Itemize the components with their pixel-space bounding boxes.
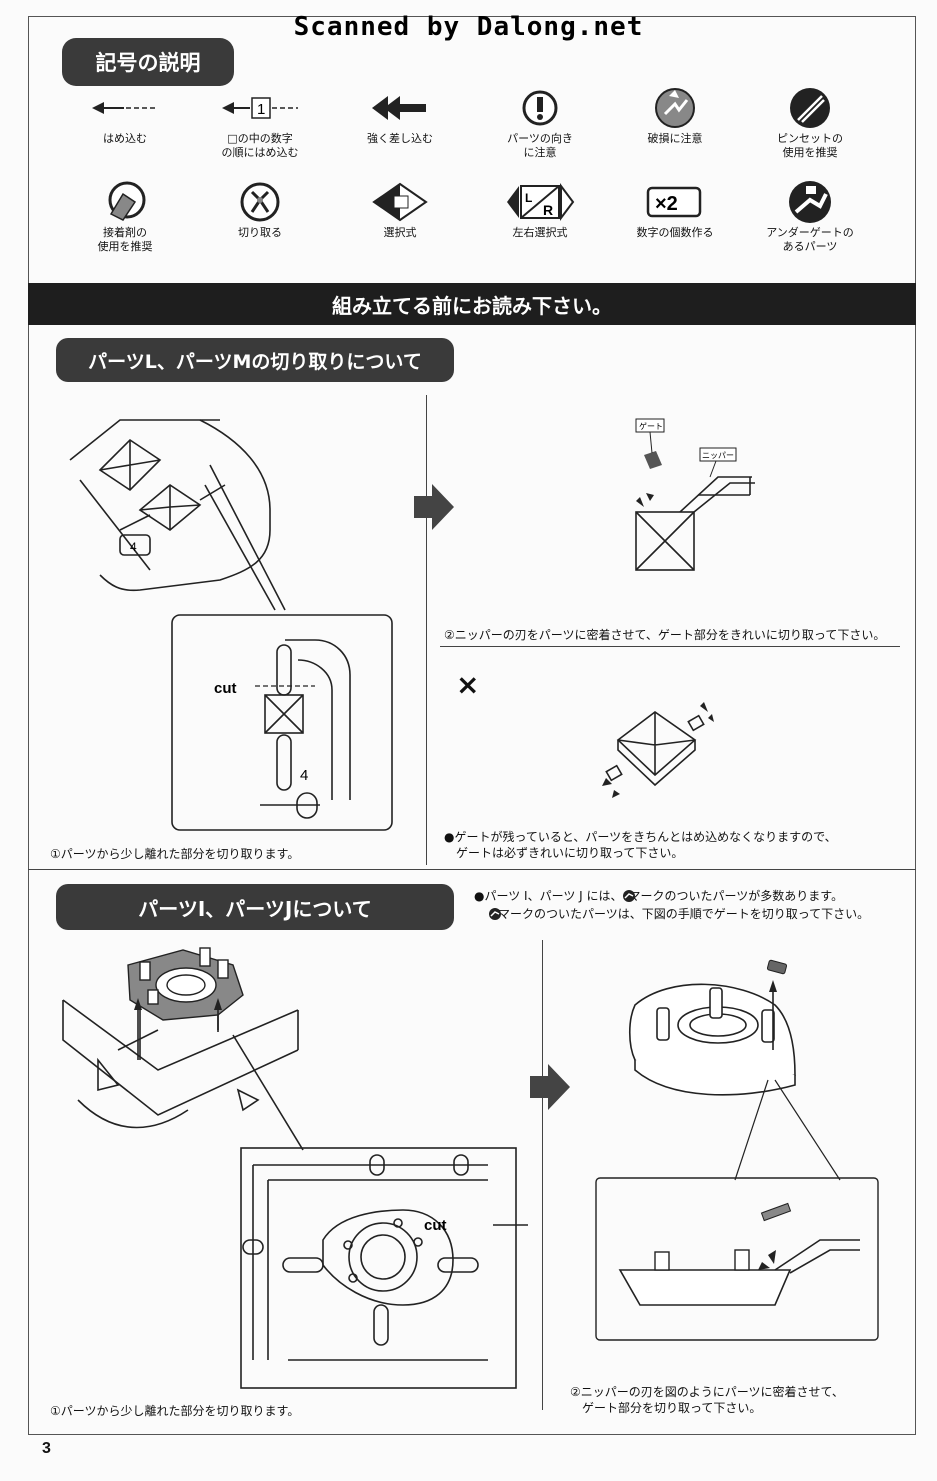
svg-text:×2: ×2 xyxy=(655,193,678,215)
legend-symbol-label: 強く差し込む xyxy=(367,132,433,145)
selection-icon xyxy=(340,182,460,226)
section1-divider xyxy=(426,395,427,865)
runner-illustration-2: cut xyxy=(62,947,528,1389)
legend-symbol-label: パーツの向き に注意 xyxy=(507,132,573,159)
section2-note-line1: ●パーツ I、パーツ J には、 マークのついたパーツが多数あります。 xyxy=(474,889,844,903)
section-separator xyxy=(28,869,916,870)
press-in-arrow-icon xyxy=(65,88,185,132)
legend-symbol-breakage-warning: 破損に注意 xyxy=(615,88,735,146)
cut-label-1: cut xyxy=(214,680,237,697)
nipper-label: ニッパー xyxy=(702,451,734,460)
section2-title: パーツI、パーツJについて xyxy=(56,884,454,930)
section1-warning-text: ●ゲートが残っていると、パーツをきちんとはめ込めなくなりますので、 ゲートは必ず… xyxy=(444,830,837,860)
section2-note-line2: マークのついたパーツは、下図の手順でゲートを切り取って下さい。 xyxy=(474,907,870,921)
legend-symbol-times-two: ×2 数字の個数作る xyxy=(615,182,735,240)
legend-symbol-tweezers: ピンセットの 使用を推奨 xyxy=(750,88,870,160)
legend-symbol-label: 破損に注意 xyxy=(647,132,703,145)
wrong-mark-icon: × xyxy=(456,668,480,701)
step2-underline xyxy=(440,646,900,647)
legend-symbol-label: 数字の個数作る xyxy=(636,226,714,239)
page-number: 3 xyxy=(42,1440,51,1457)
under-gate-mark-icon-2 xyxy=(489,908,501,920)
legend-symbol-nipper-cut: 切り取る xyxy=(200,182,320,240)
runner-illustration-1: cut 4 4 xyxy=(69,419,393,831)
legend-symbol-strong-insert-arrow: 強く差し込む xyxy=(340,88,460,146)
orientation-warning-icon xyxy=(480,88,600,132)
legend-symbol-under-gate: アンダーゲートの あるパーツ xyxy=(750,181,870,254)
svg-text:1: 1 xyxy=(257,101,265,118)
step-arrow-icon xyxy=(414,484,454,530)
scan-credit: Scanned by Dalong.net xyxy=(293,12,644,42)
section1-step1-text: ①パーツから少し離れた部分を切り取ります。 xyxy=(50,847,300,861)
legend-title: 記号の説明 xyxy=(62,38,234,86)
glue-icon xyxy=(65,181,185,226)
page-frame xyxy=(28,16,916,1435)
under-gate-icon xyxy=(750,181,870,226)
legend-symbol-orientation-warning: パーツの向き に注意 xyxy=(480,88,600,160)
gate-cut-illustration: ゲート ニッパー xyxy=(635,418,755,571)
part-number-4: 4 xyxy=(300,767,308,784)
svg-text:R: R xyxy=(543,202,553,218)
section1-step2-text: ②ニッパーの刃をパーツに密着させて、ゲート部分をきれいに切り取って下さい。 xyxy=(444,628,886,642)
part-number-4-runner: 4 xyxy=(130,540,137,554)
step-arrow-icon-2 xyxy=(530,1064,570,1110)
legend-symbol-label: □の中の数字 の順にはめ込む xyxy=(221,132,299,159)
bad-gate-illustration xyxy=(602,702,714,798)
svg-text:L: L xyxy=(525,191,532,205)
gate-label: ゲート xyxy=(639,421,663,431)
legend-symbol-label: 左右選択式 xyxy=(512,226,568,239)
under-gate-cut-illustration xyxy=(595,959,879,1341)
legend-symbol-label: 接着剤の 使用を推奨 xyxy=(97,226,153,253)
strong-insert-arrow-icon xyxy=(340,88,460,132)
under-gate-mark-icon xyxy=(623,890,635,902)
tweezers-icon xyxy=(750,88,870,132)
nipper-cut-icon xyxy=(200,182,320,226)
legend-symbol-numbered-press-in: 1 □の中の数字 の順にはめ込む xyxy=(200,88,320,160)
legend-symbol-label: 切り取る xyxy=(238,226,282,239)
numbered-press-in-icon: 1 xyxy=(200,88,320,132)
legend-symbol-label: アンダーゲートの あるパーツ xyxy=(766,226,854,253)
legend-symbol-press-in-arrow: はめ込む xyxy=(65,88,185,146)
legend-symbol-label: 選択式 xyxy=(383,226,417,239)
legend-symbol-label: ピンセットの 使用を推奨 xyxy=(777,132,843,159)
legend-symbol-label: はめ込む xyxy=(103,132,147,145)
section2-step2-text: ②ニッパーの刃を図のようにパーツに密着させて、 ゲート部分を切り取って下さい。 xyxy=(570,1385,844,1415)
breakage-warning-icon xyxy=(615,88,735,132)
section2-step1-text: ①パーツから少し離れた部分を切り取ります。 xyxy=(50,1404,300,1418)
legend-symbol-glue: 接着剤の 使用を推奨 xyxy=(65,181,185,254)
section1-title: パーツL、パーツMの切り取りについて xyxy=(56,338,454,382)
times-two-icon: ×2 xyxy=(615,182,735,226)
read-before-assembly-banner: 組み立てる前にお読み下さい。 xyxy=(28,283,916,325)
section2-divider xyxy=(542,940,543,1410)
legend-symbol-selection: 選択式 xyxy=(340,182,460,240)
cut-label-2: cut xyxy=(424,1217,447,1234)
